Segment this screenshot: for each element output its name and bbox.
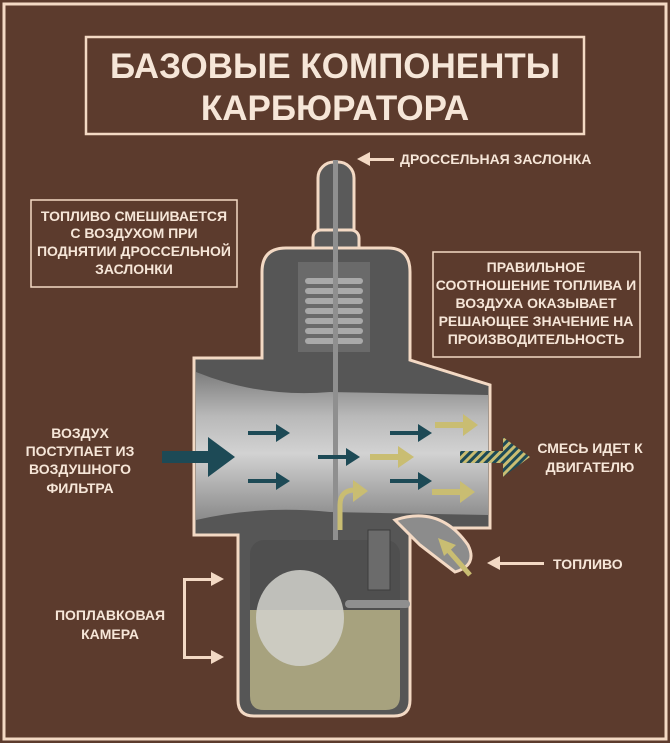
title-line-2: КАРБЮРАТОРА xyxy=(201,89,469,128)
air-in-line: ФИЛЬТРА xyxy=(46,480,113,496)
pointer-arrow-fuel xyxy=(487,556,544,570)
ratio-note-line: ПРАВИЛЬНОЕ xyxy=(487,259,586,275)
fuel-label: ТОПЛИВО xyxy=(553,556,623,572)
pointer-arrow-throttle xyxy=(357,152,394,166)
mix-note-line: ПОДНЯТИИ ДРОССЕЛЬНОЙ xyxy=(37,242,231,259)
mixture-out-arrow xyxy=(460,437,530,477)
fuel-arrow xyxy=(435,414,478,436)
float-chamber-bracket xyxy=(183,572,224,664)
throttle-needle xyxy=(333,160,338,680)
ratio-note-box xyxy=(432,251,641,358)
mix-note-line: ЗАСЛОНКИ xyxy=(95,261,173,277)
air-arrow xyxy=(248,424,290,442)
air-in-line: ПОСТУПАЕТ ИЗ xyxy=(26,443,135,459)
air-in-line: ВОЗДУШНОГО xyxy=(29,461,131,477)
fuel-arrow xyxy=(370,446,414,468)
title-box xyxy=(84,35,586,136)
ratio-note-line: ПРОИЗВОДИТЕЛЬНОСТЬ xyxy=(448,331,625,347)
fuel-arrows xyxy=(337,414,478,577)
air-intake-arrow xyxy=(162,437,235,477)
mix-note-line: С ВОЗДУХОМ ПРИ xyxy=(70,225,197,241)
mix-out-line: ДВИГАТЕЛЮ xyxy=(546,459,635,475)
air-arrow xyxy=(390,424,432,442)
mix-note-line: ТОПЛИВО СМЕШИВАЕТСЯ xyxy=(41,208,227,224)
air-arrow xyxy=(318,448,360,466)
ratio-note-line: ВОЗДУХА ОКАЗЫВАЕТ xyxy=(455,295,616,311)
float-chamber-line: ПОПЛАВКОВАЯ xyxy=(55,607,165,623)
needle-valve xyxy=(367,529,391,591)
fuel-rising-arrow xyxy=(337,480,368,530)
float-arm xyxy=(345,600,410,608)
air-arrow xyxy=(390,472,432,490)
fuel-arrow xyxy=(432,481,475,503)
fuel-inlet-arrow xyxy=(438,538,472,577)
air-arrow xyxy=(248,472,290,490)
float-chamber-line: КАМЕРА xyxy=(81,626,139,642)
mix-note-box xyxy=(30,199,238,288)
mix-out-line: СМЕСЬ ИДЕТ К xyxy=(537,440,643,456)
ratio-note-line: СООТНОШЕНИЕ ТОПЛИВА И xyxy=(436,277,636,293)
float xyxy=(256,570,344,666)
title-line-1: БАЗОВЫЕ КОМПОНЕНТЫ xyxy=(110,47,560,86)
ratio-note-line: РЕШАЮЩЕЕ ЗНАЧЕНИЕ НА xyxy=(439,313,634,329)
air-arrows xyxy=(162,424,432,490)
air-in-line: ВОЗДУХ xyxy=(51,425,109,441)
throttle-label: ДРОССЕЛЬНАЯ ЗАСЛОНКА xyxy=(400,151,591,167)
